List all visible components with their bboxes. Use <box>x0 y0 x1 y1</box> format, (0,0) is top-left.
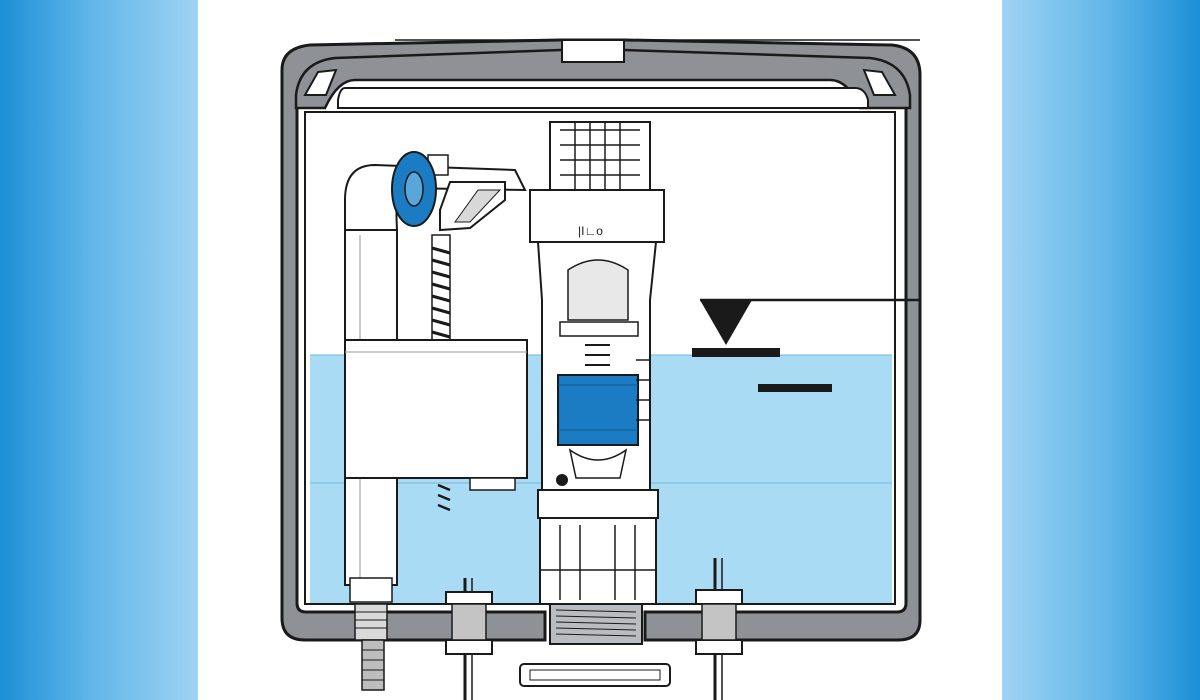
water-level-bar <box>692 348 780 357</box>
lid-handle-right <box>862 68 897 96</box>
fill-valve-lower-thread <box>437 483 451 512</box>
bolt-left <box>445 578 493 700</box>
flush-valve-dot <box>556 474 568 486</box>
right-blue-band <box>1002 0 1200 700</box>
flush-valve-crown <box>549 121 651 191</box>
outlet-thread <box>555 609 637 637</box>
flush-valve-collar <box>537 489 659 519</box>
tank-inner-outline <box>304 111 896 605</box>
outlet-washer <box>519 663 671 687</box>
fill-valve-rod-thread <box>431 246 451 339</box>
fill-valve-inlet-tail <box>361 639 385 691</box>
water-level-sub-bar <box>758 384 832 392</box>
outlet-washer-inner <box>529 669 661 681</box>
lid-handle-left <box>303 68 338 96</box>
fill-valve-float <box>344 339 528 479</box>
flush-valve-blue-float <box>557 374 639 446</box>
lid-notch <box>561 39 625 63</box>
bolt-right <box>695 558 743 700</box>
left-blue-band <box>0 0 198 700</box>
fill-valve <box>344 151 528 691</box>
downward-triangle-icon <box>700 300 752 345</box>
flush-valve-mark: |I∟o <box>578 224 603 238</box>
flush-valve-base <box>539 517 657 605</box>
flush-valve: |I∟o <box>529 121 665 605</box>
lid-inner-cut <box>337 87 869 109</box>
tank-lid <box>294 48 912 110</box>
